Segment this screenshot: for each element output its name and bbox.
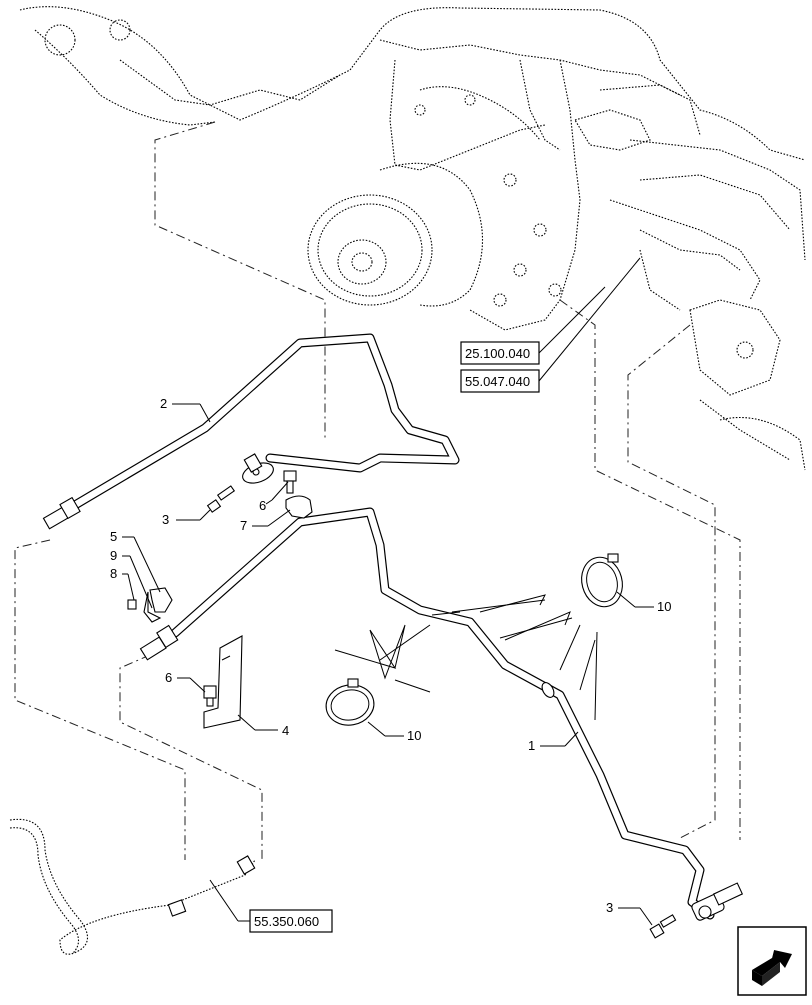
callout-label: 4	[282, 723, 289, 738]
callout-label: 3	[606, 900, 613, 915]
callout-label: 6	[165, 670, 172, 685]
clamp-7	[285, 495, 313, 519]
dashed-leaders	[14, 121, 741, 860]
direction-marks	[334, 594, 598, 721]
screw-3-upper	[206, 485, 236, 513]
lower-harness	[9, 818, 256, 955]
clamp-10-left	[325, 678, 375, 726]
reference-label: 55.350.060	[254, 914, 319, 929]
transmission-assembly	[19, 6, 806, 471]
callout-label: 7	[240, 518, 247, 533]
bracket-4	[203, 635, 243, 729]
reference-55-350-060[interactable]: 55.350.060	[249, 909, 333, 933]
bolt-6-upper	[283, 470, 297, 494]
callout-label: 5	[110, 529, 117, 544]
screw-3-lower	[649, 914, 677, 939]
bolt-6-lower	[203, 685, 217, 707]
callout-label: 8	[110, 566, 117, 581]
clip-assembly	[127, 587, 173, 623]
callouts: 1 2 3 3 4 5 6 6 7 8 9 10	[110, 396, 671, 926]
reference-25-100-040[interactable]: 25.100.040	[460, 341, 540, 365]
reference-55-047-040[interactable]: 55.047.040	[460, 369, 540, 393]
reference-label: 25.100.040	[465, 346, 530, 361]
callout-label: 10	[407, 728, 421, 743]
callout-label: 10	[657, 599, 671, 614]
callout-label: 9	[110, 548, 117, 563]
next-page-arrow-icon[interactable]	[737, 926, 807, 996]
hose-2	[42, 333, 460, 530]
callout-label: 6	[259, 498, 266, 513]
callout-label: 1	[528, 738, 535, 753]
hose-1	[139, 507, 744, 921]
callout-label: 2	[160, 396, 167, 411]
callout-label: 3	[162, 512, 169, 527]
reference-label: 55.047.040	[465, 374, 530, 389]
clamp-10-right	[581, 553, 623, 608]
